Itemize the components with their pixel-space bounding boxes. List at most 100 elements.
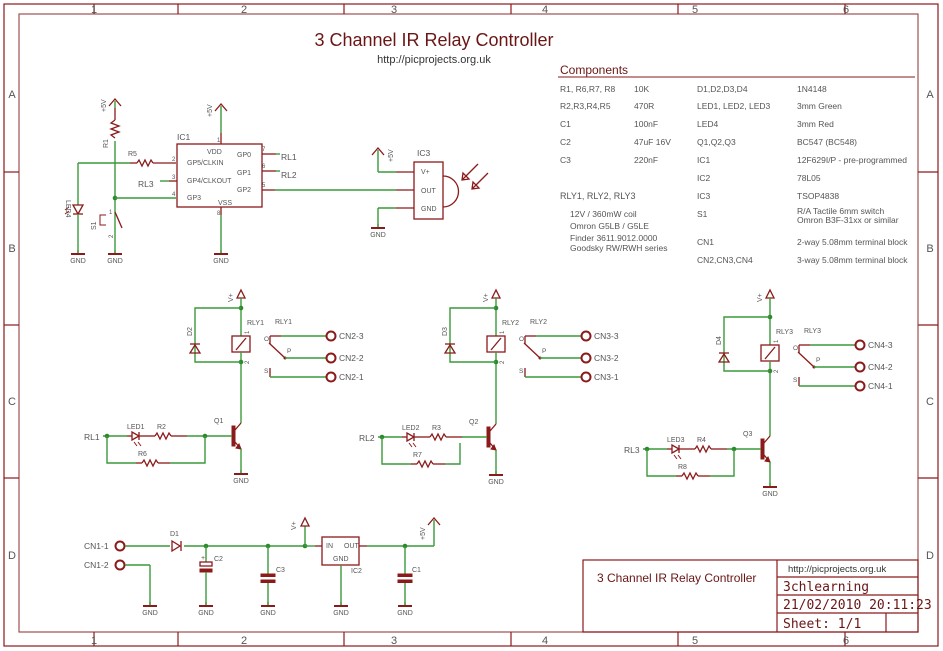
capacitor-c3 (260, 573, 276, 577)
row-label-left: A (8, 89, 16, 101)
col-label-bottom: 3 (391, 635, 397, 647)
pin-number: 1 (109, 210, 113, 216)
pin-label: IN (326, 543, 333, 550)
part-label: LED2 (402, 425, 420, 432)
part-label: RLY1 (247, 320, 264, 327)
diode-d1 (171, 539, 182, 553)
component-value: BC547 (BC548) (797, 137, 857, 147)
terminal-label: CN3-3 (594, 331, 619, 341)
pin-label: VDD (207, 149, 222, 156)
pin-label: GP3 (187, 195, 201, 202)
pin-label: VSS (218, 200, 232, 207)
pin-number: 2 (172, 157, 176, 163)
transistor-q3 (760, 438, 765, 460)
component-ref: IC2 (697, 173, 711, 183)
row-label-left: C (8, 396, 16, 408)
relays-spec: Goodsky RW/RWH series (570, 243, 667, 253)
led-icon (406, 431, 416, 443)
title-block: 3 Channel IR Relay Controller http://pic… (582, 559, 932, 633)
ground-icon: GND (198, 602, 214, 617)
terminal-label: CN1-2 (84, 560, 109, 570)
component-value: 10K (634, 84, 649, 94)
terminal-pad (580, 330, 592, 342)
net-label: +5V (101, 99, 108, 112)
col-label-bottom: 5 (692, 635, 698, 647)
components-heading: Components (560, 63, 628, 77)
part-label: IC2 (351, 568, 362, 575)
component-ref: CN1 (697, 237, 714, 247)
net-label: GND (142, 610, 158, 617)
part-label: R1 (103, 139, 110, 148)
power-supply-section: CN1-1 CN1-2 D1 + C2 C3 V+ IN OUT G (84, 516, 441, 606)
row-label-left: B (8, 243, 15, 255)
part-label: Q3 (743, 431, 752, 438)
row-label-right: A (926, 89, 934, 101)
contact-label: S (793, 377, 798, 384)
part-label: C1 (412, 567, 421, 574)
part-label: R5 (128, 151, 137, 158)
net-label: GND (107, 258, 123, 265)
transistor-q2 (486, 426, 491, 448)
part-label: C3 (276, 567, 285, 574)
terminal-pad (580, 371, 592, 383)
part-label: LED1 (127, 424, 145, 431)
net-label: GND (370, 232, 386, 239)
flyback-diode (717, 352, 731, 363)
ground-icon: GND (370, 224, 386, 239)
ground-icon: GND (333, 602, 349, 617)
ic1-section: +5V R1 R5 LED4 S1 1 2 IC1 VDD GP5/CLKIN … (64, 98, 396, 254)
terminal-pad (854, 380, 866, 392)
pin-number: 1 (245, 330, 251, 334)
net-label: +5V (388, 149, 395, 162)
contact-label: S (264, 368, 269, 375)
ground-icon: GND (213, 250, 229, 265)
pin-label: GP2 (237, 187, 251, 194)
row-label-left: D (8, 550, 16, 562)
component-ref: IC1 (697, 155, 711, 165)
transistor-collector (234, 422, 242, 431)
net-label: RL3 (624, 445, 640, 455)
net-label: RL1 (84, 432, 100, 442)
net-label: RL3 (138, 179, 154, 189)
terminal-label: CN2-1 (339, 372, 364, 382)
ground-icon: GND (488, 471, 504, 486)
net-label: V+ (228, 293, 235, 302)
contact-label: P (542, 348, 546, 355)
part-label: IC3 (417, 148, 431, 158)
component-value: TSOP4838 (797, 191, 839, 201)
pin-number: 5 (262, 183, 266, 189)
pin-number: 2 (500, 360, 506, 364)
terminal-pad (580, 352, 592, 364)
led-icon (131, 430, 141, 442)
net-label: GND (488, 479, 504, 486)
component-value: Omron B3F-31xx or similar (797, 215, 899, 225)
component-value: 12F629I/P - pre-programmed (797, 155, 907, 165)
component-value: 3mm Green (797, 101, 842, 111)
relays-spec: 12V / 360mW coil (570, 209, 637, 219)
col-label-top: 1 (91, 4, 97, 16)
part-label: LED4 (64, 200, 71, 218)
pin-number: 2 (245, 360, 251, 364)
component-value: R/A Tactile 6mm switch (797, 206, 885, 216)
component-ref: C1 (560, 119, 571, 129)
resistor (154, 431, 172, 441)
pin-number: 1 (217, 138, 221, 144)
pin-label: OUT (421, 188, 437, 195)
pin-label: GP5/CLKIN (187, 160, 224, 167)
net-label: +5V (207, 104, 214, 117)
ir-light-arrows-icon (461, 163, 489, 190)
component-ref: S1 (697, 209, 708, 219)
part-label: RLY2 (530, 319, 547, 326)
page-url: http://picprojects.org.uk (377, 54, 491, 66)
terminal-cn1-2 (114, 559, 126, 571)
part-label: S1 (91, 221, 98, 230)
part-label: D1 (170, 531, 179, 538)
part-label: R2 (157, 424, 166, 431)
pin-label: GND (333, 556, 349, 563)
part-label: R6 (138, 451, 147, 458)
component-ref: IC3 (697, 191, 711, 201)
component-value: 100nF (634, 119, 658, 129)
pin-number: 3 (172, 175, 176, 181)
part-label: Q2 (469, 419, 478, 426)
